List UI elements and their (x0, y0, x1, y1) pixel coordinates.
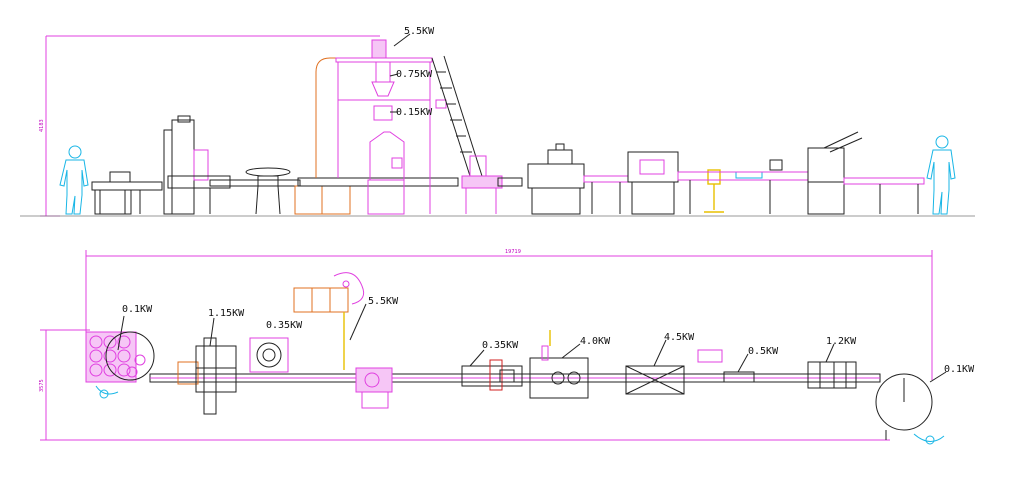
sensor-box (735, 171, 763, 179)
labeling-machine (627, 151, 679, 215)
power-label: 0.35KW (482, 340, 519, 351)
power-label: 5.5KW (368, 296, 399, 307)
incline-elevator (431, 55, 483, 177)
screw-feeder-pipe (315, 57, 345, 178)
coding-unit (723, 371, 755, 383)
power-label: 0.5KW (748, 346, 779, 357)
final-conveyor (843, 177, 925, 185)
power-label: 0.1KW (122, 304, 153, 315)
operator-figure-icon (913, 433, 945, 445)
filler-frame (335, 39, 447, 215)
transfer-conveyor (583, 175, 629, 183)
conveyor-icon (209, 179, 301, 187)
seamer-plan (461, 359, 523, 391)
rotary-table-icon (195, 337, 237, 415)
infeed-conveyor (91, 171, 163, 215)
filler-plan (355, 367, 393, 409)
sealing-machine (529, 330, 589, 399)
power-label: 0.15KW (396, 107, 433, 118)
weighing-unit (461, 155, 523, 214)
inlet-guide (177, 361, 199, 385)
vacuum-pump (249, 337, 289, 373)
can-unscrambler (85, 331, 155, 383)
operator-figure-icon (95, 385, 119, 399)
operator-figure-icon (59, 145, 89, 215)
plan-height-dimension: 3575 (39, 329, 890, 441)
labeler-plan (625, 349, 723, 395)
plan-width-dimension: 19719 (85, 249, 933, 380)
operator-figure-icon (926, 135, 956, 215)
plan-width-text: 19719 (505, 249, 521, 255)
packing-machine (807, 131, 863, 215)
power-label: 5.5KW (404, 26, 435, 37)
power-label: 0.1KW (944, 364, 975, 375)
power-label: 1.2KW (826, 336, 857, 347)
rotary-table-icon (875, 373, 933, 440)
elevation-height-text: 4183 (39, 119, 45, 132)
packing-plan (807, 361, 857, 389)
coding-stand (704, 169, 724, 213)
column-machine (163, 115, 231, 215)
power-label: 1.15KW (208, 308, 245, 319)
plan-height-text: 3575 (39, 379, 45, 392)
screw-feeder (293, 272, 365, 370)
power-label: 0.35KW (266, 320, 303, 331)
elevation-view: 4183 (20, 26, 975, 217)
rotary-table-icon (245, 167, 291, 215)
power-label: 0.75KW (396, 69, 433, 80)
outfeed-conveyor (677, 171, 809, 181)
main-conveyor (297, 177, 459, 187)
power-label: 4.5KW (664, 332, 695, 343)
power-label: 4.0KW (580, 336, 611, 347)
plan-view: 19719 3575 (39, 249, 975, 445)
seamer-machine (527, 143, 585, 215)
